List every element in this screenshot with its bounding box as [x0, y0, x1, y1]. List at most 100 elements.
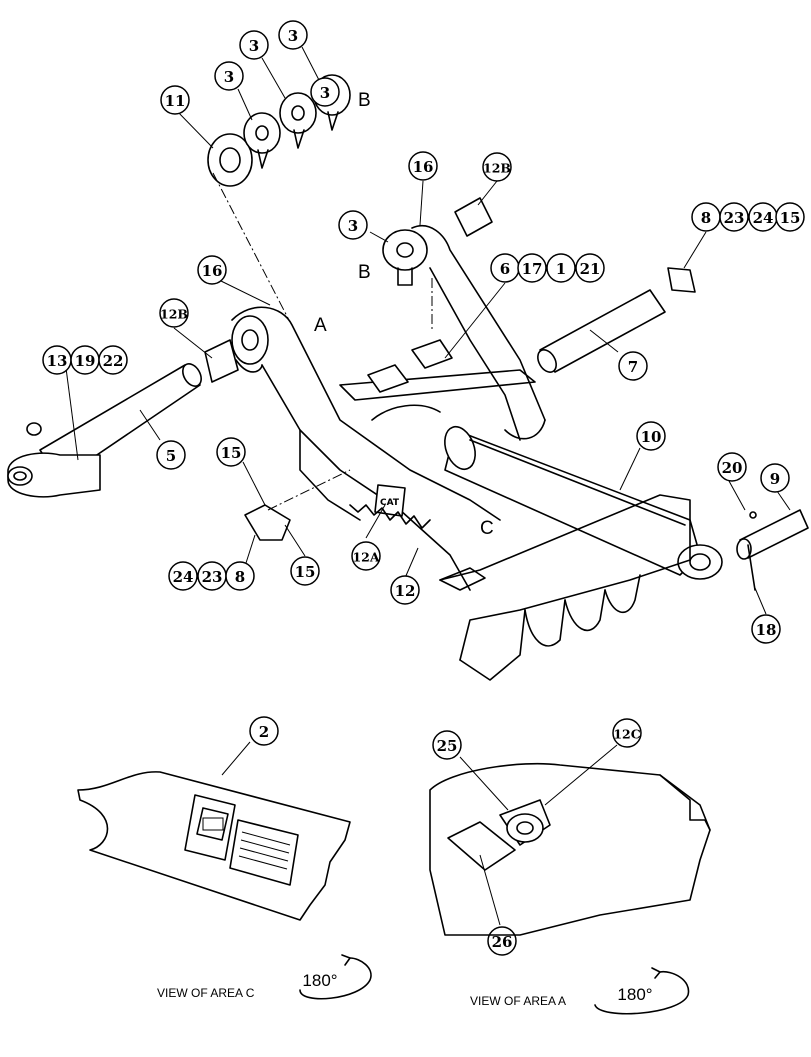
callout-circle	[751, 614, 781, 644]
callout-c22: 22	[98, 345, 128, 375]
callout-label: 2	[259, 723, 269, 741]
callout-circle	[156, 440, 186, 470]
callout-circle	[390, 575, 420, 605]
callout-circle	[618, 351, 648, 381]
callout-label: 3	[224, 68, 234, 86]
callout-c25: 25	[432, 730, 462, 760]
callout-c16a: 16	[197, 255, 227, 285]
callout-c5: 5	[156, 440, 186, 470]
callout-label: 18	[756, 621, 777, 639]
callout-c21: 21	[575, 253, 605, 283]
callout-label: 12C	[613, 727, 640, 742]
callout-label: 5	[166, 447, 176, 465]
letter-b-mid: B	[358, 262, 371, 283]
callout-label: 12	[395, 582, 416, 600]
view-caption-area-c: VIEW OF AREA C	[157, 986, 255, 1000]
callout-label: 20	[722, 459, 743, 477]
callout-label: 12B	[483, 161, 511, 176]
callout-label: 3	[348, 217, 358, 235]
callout-circle	[546, 253, 576, 283]
callout-circle	[636, 421, 666, 451]
callout-circle	[408, 151, 438, 181]
callout-label: 12B	[160, 307, 188, 322]
callout-c12c: 12C	[612, 718, 642, 748]
callout-c24-l: 24	[168, 561, 198, 591]
rotation-arrow-right: 180°	[594, 967, 690, 1015]
callout-circle	[98, 345, 128, 375]
callout-c13: 13	[42, 345, 72, 375]
callout-label: 1	[556, 260, 566, 278]
callout-c9: 9	[760, 463, 790, 493]
svg-text:CAT: CAT	[380, 498, 400, 508]
detail-view-area-c	[77, 741, 351, 921]
callout-label: 13	[47, 352, 68, 370]
callout-c2: 2	[249, 716, 279, 746]
callout-c12b-left: 12B	[159, 298, 189, 328]
callout-circle	[432, 730, 462, 760]
callout-c18: 18	[751, 614, 781, 644]
callout-c19: 19	[70, 345, 100, 375]
callout-circle	[517, 253, 547, 283]
callout-label: 16	[202, 262, 223, 280]
callout-circle	[197, 255, 227, 285]
callout-c7: 7	[618, 351, 648, 381]
callout-label: 3	[288, 27, 298, 45]
callout-label: 24	[173, 568, 194, 586]
callout-label: 9	[770, 470, 780, 488]
callout-label: 15	[295, 563, 316, 581]
callout-label: 12A	[352, 550, 379, 565]
callout-circle	[239, 30, 269, 60]
callout-c12a: 12A	[351, 541, 381, 571]
rotation-arrow-left: 180°	[299, 954, 372, 1000]
callout-circle	[351, 541, 381, 571]
callout-c16b: 16	[408, 151, 438, 181]
callout-c23-r: 23	[719, 202, 749, 232]
callout-circle	[575, 253, 605, 283]
callout-label: 25	[437, 737, 458, 755]
callout-label: 15	[780, 209, 801, 227]
callout-label: 19	[75, 352, 96, 370]
callout-label: 10	[641, 428, 662, 446]
callout-circle	[168, 561, 198, 591]
letter-a: A	[314, 315, 327, 336]
callout-c8-l: 8	[225, 561, 255, 591]
ripper-assembly-drawing: CAT	[7, 74, 809, 681]
callout-circle	[216, 437, 246, 467]
callout-circle	[717, 452, 747, 482]
callout-circle	[214, 61, 244, 91]
callout-label: 11	[165, 92, 186, 110]
callout-c8-r: 8	[691, 202, 721, 232]
callout-label: 15	[221, 444, 242, 462]
rotation-label-left: 180°	[302, 971, 337, 990]
letter-c: C	[480, 518, 494, 539]
callout-label: 24	[753, 209, 774, 227]
callout-label: 17	[522, 260, 543, 278]
callout-c12b-top: 12B	[482, 152, 512, 182]
callout-c15b: 15	[290, 556, 320, 586]
callout-c15a: 15	[216, 437, 246, 467]
callout-c26: 26	[487, 926, 517, 956]
callout-circle	[249, 716, 279, 746]
view-caption-area-a: VIEW OF AREA A	[470, 994, 566, 1008]
callout-c3a: 3	[214, 61, 244, 91]
letter-b-top: B	[358, 90, 371, 111]
callout-label: 6	[500, 260, 510, 278]
callout-label: 26	[492, 933, 513, 951]
rotation-label-right: 180°	[617, 985, 652, 1004]
callout-c11: 11	[160, 85, 190, 115]
callout-c3b: 3	[239, 30, 269, 60]
callout-label: 8	[235, 568, 245, 586]
callout-label: 7	[628, 358, 638, 376]
callout-c23-l: 23	[197, 561, 227, 591]
detail-view-area-a	[429, 744, 711, 936]
callout-c24-r: 24	[748, 202, 778, 232]
callout-circle	[775, 202, 805, 232]
callout-label: 23	[202, 568, 223, 586]
callout-label: 22	[103, 352, 124, 370]
callout-circle	[160, 85, 190, 115]
callout-c1: 1	[546, 253, 576, 283]
callout-c10: 10	[636, 421, 666, 451]
callout-c6: 6	[490, 253, 520, 283]
callout-c17: 17	[517, 253, 547, 283]
